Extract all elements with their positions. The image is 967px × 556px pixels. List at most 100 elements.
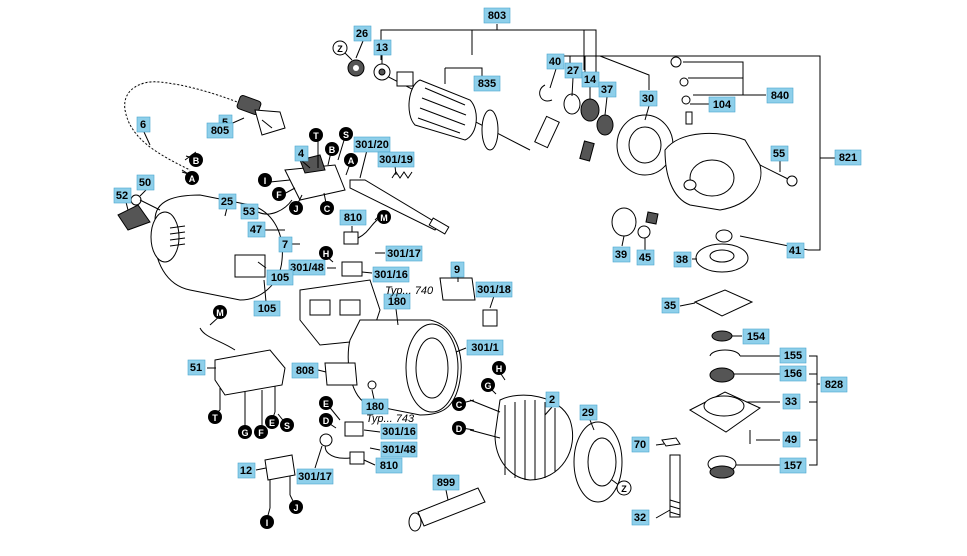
svg-text:50: 50 <box>139 177 151 189</box>
connector-g-coil: G <box>481 378 495 392</box>
label-301-17-bottom: 301/17 <box>296 468 334 485</box>
label-9: 9 <box>450 261 465 278</box>
label-828: 828 <box>820 376 848 393</box>
label-301-16-top: 301/16 <box>372 266 410 283</box>
svg-text:154: 154 <box>747 331 766 343</box>
lock-pin <box>685 111 693 125</box>
connector-s-capacitor: S <box>280 418 294 432</box>
svg-text:835: 835 <box>478 78 496 90</box>
label-plate <box>324 362 358 386</box>
svg-text:180: 180 <box>366 401 384 413</box>
ring-gear-38 <box>695 243 749 273</box>
label-26: 26 <box>353 25 372 42</box>
power-cord <box>124 81 286 176</box>
label-808: 808 <box>291 362 319 379</box>
svg-text:810: 810 <box>344 212 362 224</box>
label-7: 7 <box>278 236 293 253</box>
svg-text:4: 4 <box>298 148 305 160</box>
bearing-14 <box>580 98 600 122</box>
label-6: 6 <box>136 116 151 133</box>
svg-text:821: 821 <box>839 152 857 164</box>
label-13: 13 <box>373 39 392 56</box>
air-guide-ring <box>573 421 623 503</box>
svg-text:T: T <box>212 413 218 423</box>
cover-plate-9 <box>439 277 476 301</box>
connector-c-switch: C <box>320 201 334 215</box>
svg-text:J: J <box>293 204 298 214</box>
svg-text:Z: Z <box>337 44 343 54</box>
carbon-brush-bottom <box>324 439 365 465</box>
label-40: 40 <box>546 53 565 70</box>
connector-f-switch: F <box>272 187 286 201</box>
label-52: 52 <box>113 187 132 204</box>
connector-m-capacitor: M <box>213 305 227 319</box>
key-70 <box>661 437 681 447</box>
connector-h-top: H <box>319 246 333 260</box>
svg-text:51: 51 <box>190 362 202 374</box>
washer-45 <box>637 225 651 239</box>
svg-text:I: I <box>266 518 269 528</box>
label-38: 38 <box>673 251 692 268</box>
svg-text:C: C <box>324 204 331 214</box>
switch <box>284 154 346 201</box>
bearing-37 <box>596 114 614 136</box>
svg-text:810: 810 <box>380 460 398 472</box>
lock-spring <box>679 77 689 87</box>
svg-text:157: 157 <box>784 460 802 472</box>
label-105-b: 105 <box>253 300 281 317</box>
gasket <box>693 289 754 317</box>
label-39: 39 <box>612 246 631 263</box>
connector-letters: Z Z B A T S B A I F J C M H M T G F E S … <box>185 40 632 529</box>
connector-h-coil: H <box>492 361 506 375</box>
label-51: 51 <box>187 359 206 376</box>
label-155: 155 <box>779 347 807 364</box>
svg-text:S: S <box>343 130 349 140</box>
svg-text:301/17: 301/17 <box>298 471 332 483</box>
connector-d-coil: D <box>452 421 466 435</box>
ball-180 <box>367 380 377 390</box>
cord-protector <box>117 204 151 231</box>
label-180-top: 180 <box>383 293 411 310</box>
screw-55 <box>759 164 798 187</box>
svg-text:T: T <box>313 131 319 141</box>
svg-text:52: 52 <box>116 190 128 202</box>
svg-text:F: F <box>276 190 282 200</box>
svg-text:D: D <box>323 416 330 426</box>
svg-text:I: I <box>264 176 267 186</box>
spring <box>391 171 413 179</box>
connector-i-suppressor: I <box>260 515 274 529</box>
svg-text:301/19: 301/19 <box>379 154 413 166</box>
svg-text:33: 33 <box>785 396 797 408</box>
connector-z-top: Z <box>332 40 348 56</box>
label-301-48-bottom: 301/48 <box>380 441 418 458</box>
svg-text:805: 805 <box>211 125 229 137</box>
gear-head <box>664 132 762 211</box>
part-301-18 <box>482 309 498 327</box>
svg-text:41: 41 <box>789 245 801 257</box>
leader-lines <box>125 24 835 520</box>
label-55: 55 <box>770 145 789 162</box>
svg-text:M: M <box>380 213 388 223</box>
svg-text:A: A <box>348 156 355 166</box>
gear-housing-body <box>347 319 462 416</box>
label-47: 47 <box>247 221 266 238</box>
clamping-flange-157 <box>707 455 737 479</box>
nut-41 <box>715 229 733 243</box>
svg-text:J: J <box>293 503 298 513</box>
armature <box>374 69 531 151</box>
svg-text:9: 9 <box>454 264 460 276</box>
connector-c-coil: C <box>452 397 466 411</box>
label-835: 835 <box>473 75 501 92</box>
field-coil <box>469 394 574 481</box>
motor-housing <box>150 194 283 301</box>
svg-text:828: 828 <box>825 379 843 391</box>
connector-i-switch: I <box>258 173 272 187</box>
svg-text:A: A <box>189 174 196 184</box>
svg-text:32: 32 <box>634 512 646 524</box>
svg-text:301/17: 301/17 <box>387 248 421 260</box>
svg-text:25: 25 <box>221 196 233 208</box>
label-821: 821 <box>834 149 862 166</box>
label-35: 35 <box>661 297 680 314</box>
bearing-flange-33 <box>688 391 761 433</box>
